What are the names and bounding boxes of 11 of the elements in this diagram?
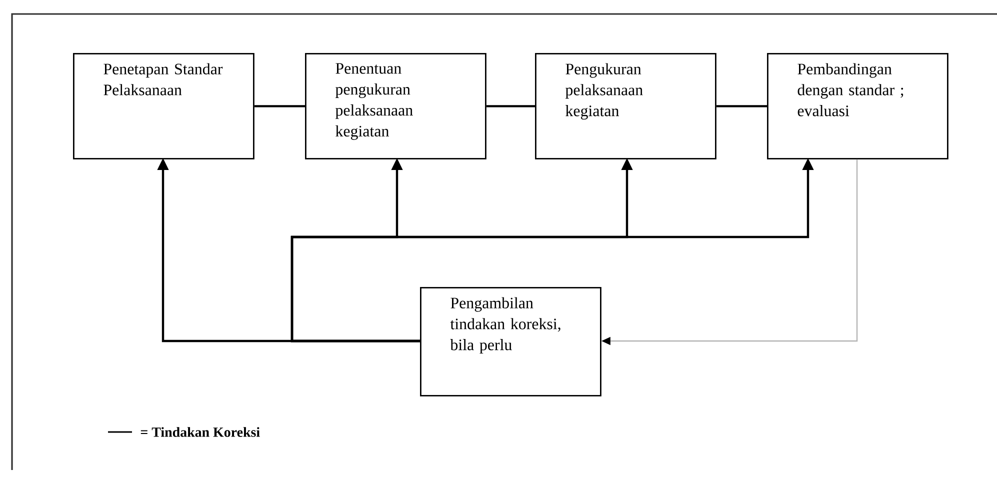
box-text: Penetapan Standar Pelaksanaan — [104, 63, 223, 96]
process-box — [73, 53, 254, 160]
legend-text: = Tindakan Koreksi — [140, 427, 260, 437]
process-box — [420, 287, 602, 396]
process-box — [305, 53, 486, 160]
box-text: Pengambilan tindakan koreksi, bila perlu — [450, 297, 560, 354]
process-box — [535, 53, 716, 160]
box-text: Pembandingan dengan standar ; evaluasi — [798, 63, 904, 116]
process-box — [767, 53, 948, 160]
box-text: Pengukuran pelaksanaan kegiatan — [565, 63, 643, 120]
box-text: Penentuan pengukuran pelaksanaan kegiatan — [335, 63, 413, 140]
